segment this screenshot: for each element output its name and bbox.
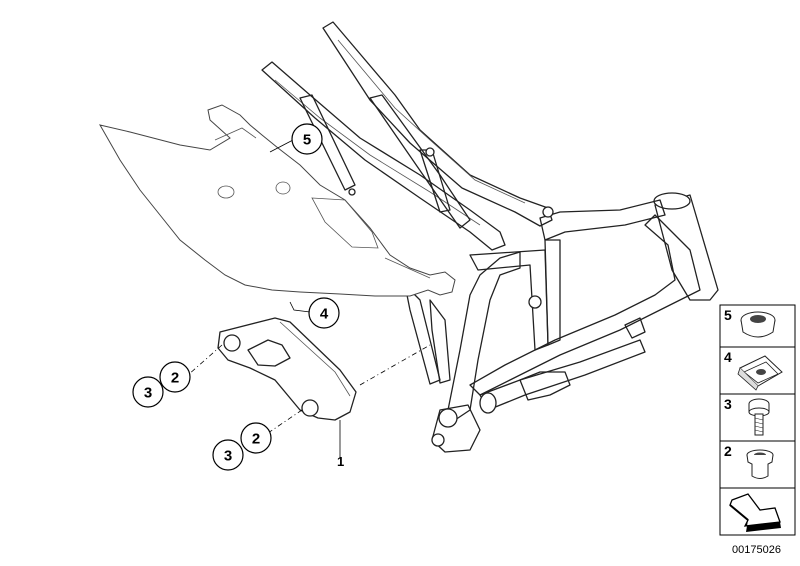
chain-guard-part xyxy=(217,317,357,421)
hex-bolt-icon xyxy=(748,398,770,436)
callout-4: 4 xyxy=(308,297,340,329)
motorcycle-main-frame xyxy=(261,21,719,453)
diagram-reference-number: 00175026 xyxy=(732,544,781,556)
legend-item-2: 2 xyxy=(719,440,796,489)
legend-item-5-number: 5 xyxy=(724,307,732,323)
callout-5: 5 xyxy=(291,123,323,155)
callout-5-label: 5 xyxy=(303,132,311,149)
bushing-sleeve-icon xyxy=(746,449,774,479)
callout-2-lower: 2 xyxy=(240,422,272,454)
spring-nut-clip-icon xyxy=(737,355,783,391)
callout-4-label: 4 xyxy=(320,306,329,323)
callout-3-upper-label: 3 xyxy=(144,385,152,402)
rubber-grommet-icon xyxy=(740,311,776,338)
legend-item-5: 5 xyxy=(719,304,796,348)
legend-direction-box xyxy=(719,487,796,536)
legend-item-3: 3 xyxy=(719,393,796,442)
front-direction-arrow-icon xyxy=(729,493,781,532)
side-panel xyxy=(98,104,456,297)
legend-item-4: 4 xyxy=(719,346,796,395)
legend-item-4-number: 4 xyxy=(724,349,732,365)
callout-2-upper: 2 xyxy=(159,361,191,393)
callout-3-upper: 3 xyxy=(132,376,164,408)
leader-lines xyxy=(187,139,431,458)
callout-3-lower-label: 3 xyxy=(224,448,232,465)
legend-item-2-number: 2 xyxy=(724,443,732,459)
callout-2-upper-label: 2 xyxy=(171,370,179,387)
legend-panel: 5 4 3 xyxy=(719,304,796,536)
callout-2-lower-label: 2 xyxy=(252,431,260,448)
callout-3-lower: 3 xyxy=(212,439,244,471)
legend-item-3-number: 3 xyxy=(724,396,732,412)
callout-1-label: 1 xyxy=(337,454,344,469)
